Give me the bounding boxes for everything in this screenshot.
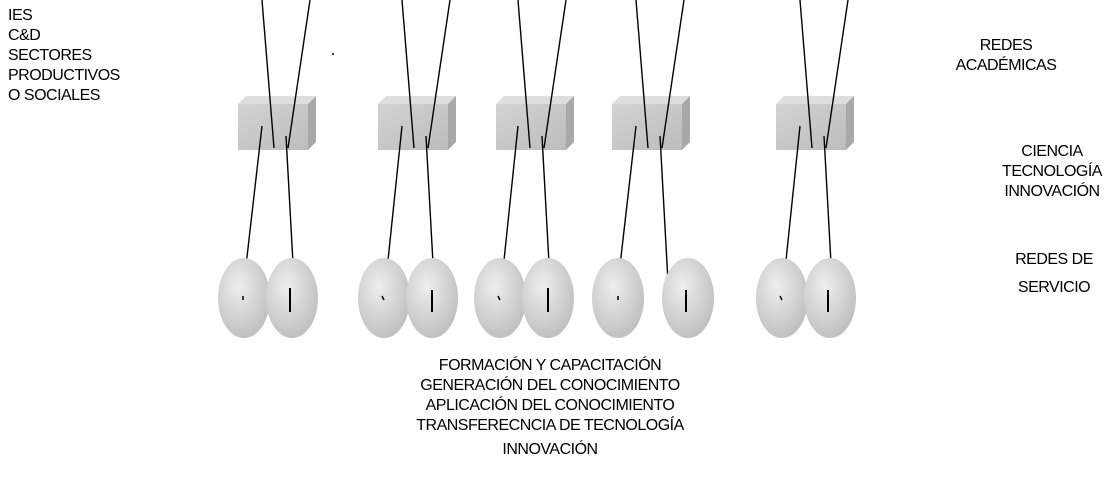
block-group-2 <box>378 0 456 319</box>
bottom-label-formacion: FORMACIÓN Y CAPACITACIÓN <box>438 357 662 374</box>
left-label-ies: IES <box>8 7 33 24</box>
lens-pair-5 <box>756 258 856 338</box>
right-label-redes-academicas: REDES ACADÉMICAS <box>955 37 1057 74</box>
bottom-labels: FORMACIÓN Y CAPACITACIÓN GENERACIÓN DEL … <box>340 356 760 460</box>
left-label-sectores: SECTORES <box>8 47 92 64</box>
bottom-label-aplicacion: APLICACIÓN DEL CONOCIMIENTO <box>425 397 675 414</box>
left-label-productivos: PRODUCTIVOS <box>8 67 120 84</box>
bottom-label-transferencia: TRANSFERECNCIA DE TECNOLOGÍA <box>416 417 684 434</box>
left-label-cyd: C&D <box>8 27 41 44</box>
bottom-label-innovacion: INNOVACIÓN <box>502 441 598 458</box>
left-label-sociales: O SOCIALES <box>8 87 100 104</box>
right-label-ciencia: CIENCIA TECNOLOGÍA INNOVACIÓN <box>1002 143 1102 200</box>
lens-pair-2 <box>358 258 458 338</box>
lens-pair-3 <box>474 258 574 338</box>
bottom-label-generacion: GENERACIÓN DEL CONOCIMIENTO <box>420 377 680 394</box>
lens-pair-1 <box>218 258 318 338</box>
lens-pair-4 <box>592 258 714 338</box>
left-labels: IES C&D SECTORES PRODUCTIVOS O SOCIALES <box>8 6 120 106</box>
stray-dot <box>332 53 334 55</box>
block-group-3 <box>496 0 574 319</box>
right-label-redes-servicio: REDES DE SERVICIO <box>1015 251 1093 296</box>
